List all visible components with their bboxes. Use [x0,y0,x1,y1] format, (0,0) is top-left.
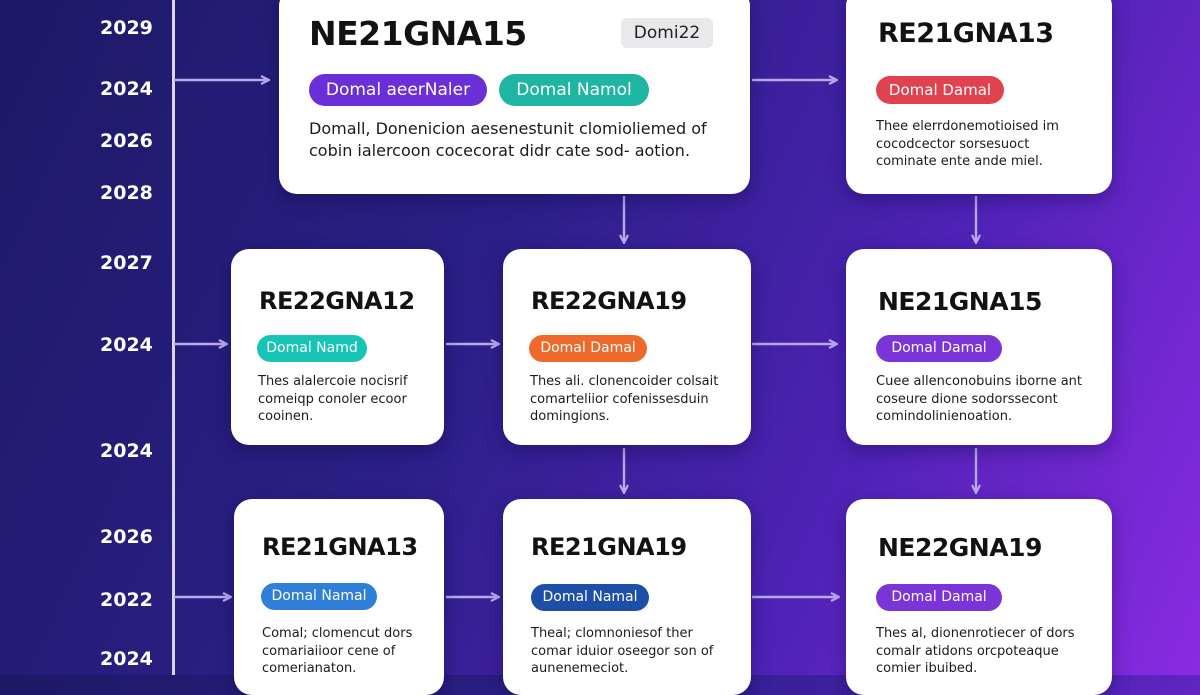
domain-pill: Domal Namal [261,583,377,610]
node-description: Comal; clomencut dors comariaiioor cene … [262,626,413,677]
domain-pill: Domal Namol [499,74,649,106]
node-title: RE22GNA19 [531,287,687,315]
year-label: 2026 [100,130,153,152]
year-label: 2024 [100,334,153,356]
node-card: NE21GNA15 Domal Damal Cuee allenconobuin… [846,249,1112,445]
node-card: NE21GNA15 Domi22 Domal aeerNaler Domal N… [279,0,750,194]
node-description: Thes al, dionenrotiecer of dors comalr a… [876,626,1075,677]
node-title: NE21GNA15 [309,14,527,53]
flow-arrows [174,0,1200,675]
node-card: RE21GNA19 Domal Namal Theal; clomnonieso… [503,499,751,695]
year-label: 2026 [100,526,153,548]
node-title: RE21GNA13 [878,18,1054,49]
year-label: 2024 [100,648,153,670]
node-card: RE22GNA12 Domal Namd Thes alalercoie noc… [231,249,444,445]
node-title: RE21GNA13 [262,533,418,561]
year-label: 2024 [100,78,153,100]
node-card: RE22GNA19 Domal Damal Thes ali. clonenco… [503,249,751,445]
domain-pill: Domal Damal [876,335,1002,362]
node-description: Thes alalercoie nocisrif comeiqp conoler… [258,374,408,425]
node-card: RE21GNA13 Domal Namal Comal; clomencut d… [234,499,444,695]
domain-pill: Domal Damal [876,584,1002,611]
domain-pill: Domal aeerNaler [309,74,487,106]
node-description: Domall, Donenicion aesenestunit clomioli… [309,119,707,160]
node-title: NE22GNA19 [878,533,1042,562]
node-description: Thee elerrdonemotioised im cocodcector s… [876,119,1059,170]
year-label: 2028 [100,182,153,204]
node-card: RE21GNA13 Domal Damal Thee elerrdonemoti… [846,0,1112,194]
year-label: 2024 [100,440,153,462]
node-description: Thes ali. clonencoider colsait comarteli… [530,374,719,425]
node-title: RE21GNA19 [531,533,687,561]
node-description: Cuee allenconobuins iborne ant coseure d… [876,374,1083,425]
year-label: 2022 [100,589,153,611]
node-card: NE22GNA19 Domal Damal Thes al, dionenrot… [846,499,1112,695]
domain-pill: Domal Namal [531,584,649,611]
timeline-axis [172,0,175,675]
node-title: NE21GNA15 [878,287,1042,316]
node-title: RE22GNA12 [259,287,415,315]
domain-pill: Domal Damal [876,76,1004,104]
domain-pill: Domal Namd [257,335,367,362]
year-label: 2029 [100,17,153,39]
year-label: 2027 [100,252,153,274]
node-description: Theal; clomnoniesof ther comar iduior os… [531,626,714,677]
domain-pill: Domal Damal [529,335,647,362]
node-tag: Domi22 [621,18,713,48]
